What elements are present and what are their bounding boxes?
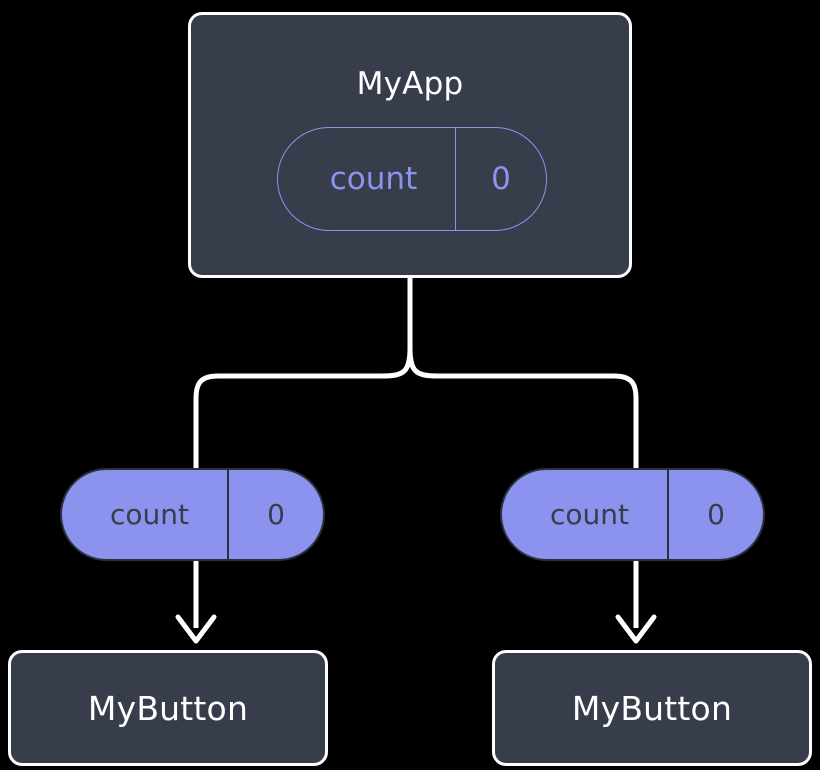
state-pill-myapp-value: 0	[491, 160, 511, 197]
state-pill-branch-left-key: count	[62, 470, 229, 559]
node-mybutton-right-label: MyButton	[571, 688, 733, 728]
state-pill-branch-right-key: count	[502, 470, 669, 559]
node-mybutton-left[interactable]: MyButton	[8, 650, 328, 766]
state-pill-myapp-key: count	[278, 128, 456, 230]
arrow-head-left-icon	[175, 614, 217, 644]
node-mybutton-left-label: MyButton	[87, 688, 249, 728]
node-mybutton-right[interactable]: MyButton	[492, 650, 812, 766]
state-pill-branch-left-value: 0	[267, 497, 285, 531]
arrow-head-right-icon	[615, 614, 657, 644]
state-pill-branch-left[interactable]: count 0	[60, 468, 325, 561]
state-pill-branch-right[interactable]: count 0	[500, 468, 765, 561]
state-pill-branch-right-value: 0	[707, 497, 725, 531]
node-myapp[interactable]: MyApp	[188, 12, 632, 278]
fork-edge-root-to-branches	[193, 273, 413, 473]
state-pill-myapp[interactable]: count 0	[277, 127, 547, 231]
node-myapp-label: MyApp	[356, 66, 464, 102]
fork-edge-root-to-branch-right	[407, 345, 639, 473]
